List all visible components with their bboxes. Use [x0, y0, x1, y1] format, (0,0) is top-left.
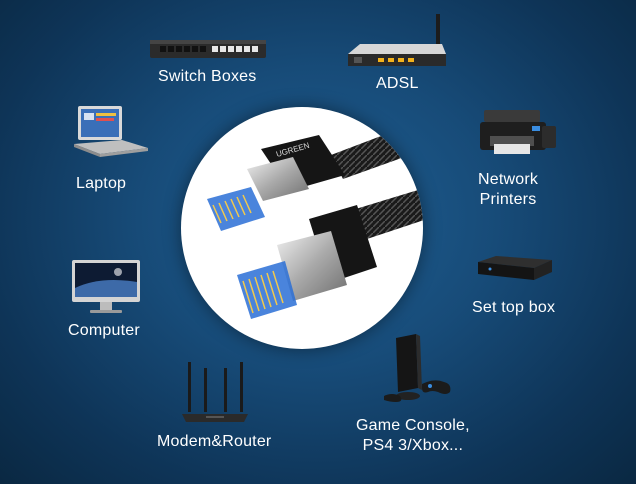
network-printers-label-line1: Network	[478, 171, 539, 188]
laptop-icon	[74, 106, 148, 157]
switch-box-icon	[150, 40, 266, 58]
set-top-box-label: Set top box	[472, 299, 556, 316]
modem-router-label: Modem&Router	[157, 433, 272, 450]
printer-icon	[480, 110, 556, 154]
laptop-label: Laptop	[76, 175, 127, 192]
ethernet-cable-image: UGREEN	[207, 120, 423, 319]
network-printers-label: Network Printers	[478, 170, 538, 210]
network-printers-label-line2: Printers	[479, 191, 537, 208]
adsl-label: ADSL	[376, 75, 419, 92]
router-icon	[182, 362, 248, 422]
game-console-label-line1: Game Console,	[356, 417, 470, 434]
computer-label: Computer	[68, 322, 140, 339]
adsl-modem-icon	[348, 14, 446, 66]
game-console-label: Game Console, PS4 3/Xbox...	[356, 416, 470, 456]
upper-rj45-connector: UGREEN	[207, 135, 345, 231]
lower-rj45-connector	[237, 205, 377, 319]
set-top-box-icon	[478, 256, 552, 280]
game-console-label-line2: PS4 3/Xbox...	[362, 437, 464, 454]
computer-icon	[72, 260, 140, 313]
game-console-icon	[384, 334, 451, 402]
product-image-circle: UGREEN	[181, 107, 423, 349]
switch-boxes-label: Switch Boxes	[158, 68, 257, 85]
